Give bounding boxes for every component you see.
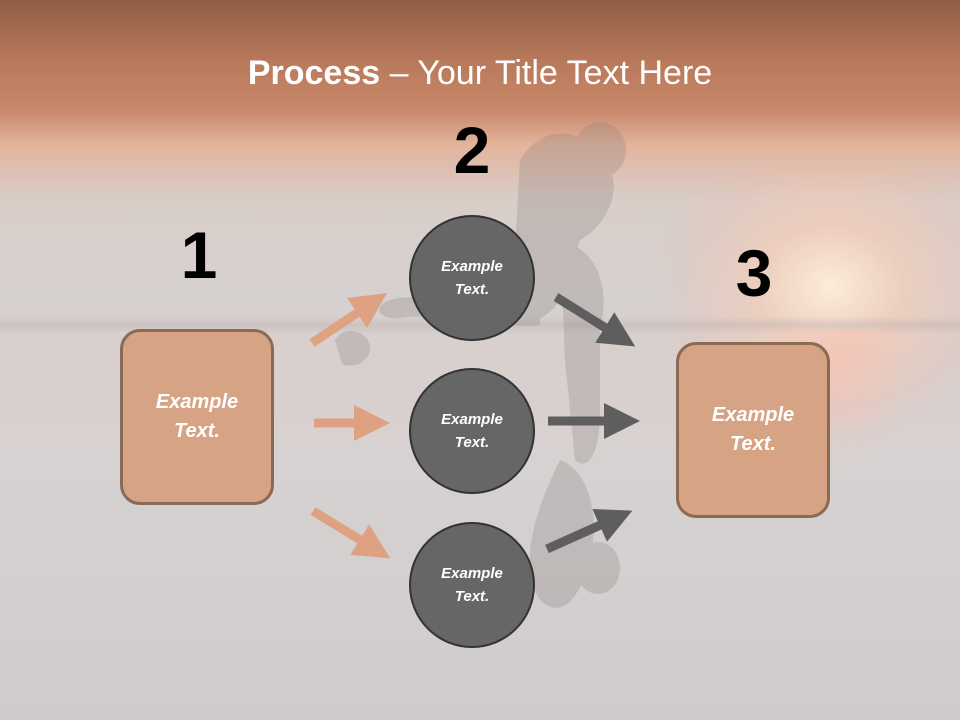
circle-bottom-text: Example Text.	[441, 565, 503, 605]
arrow-right-up	[545, 508, 633, 554]
circle-bottom: Example Text.	[409, 522, 535, 648]
arrow-left-down	[310, 507, 391, 559]
right-box: Example Text.	[676, 342, 830, 518]
arrow-left-up	[309, 293, 387, 347]
step-number-1: 1	[180, 218, 218, 292]
title-rest: – Your Title Text Here	[380, 54, 713, 92]
left-box-text: Example Text.	[155, 391, 239, 442]
arrow-right-down	[553, 293, 636, 347]
right-box-text: Example Text.	[711, 404, 795, 455]
title-bold: Process	[247, 54, 381, 92]
step-number-3: 3	[735, 236, 773, 310]
circle-top-text: Example Text.	[441, 258, 503, 298]
page-title: Process – Your Title Text Here	[0, 54, 960, 93]
circle-middle-text: Example Text.	[441, 411, 503, 451]
left-box: Example Text.	[120, 329, 274, 505]
circle-middle: Example Text.	[409, 368, 535, 494]
circle-top: Example Text.	[409, 215, 535, 341]
step-number-2: 2	[453, 113, 491, 187]
